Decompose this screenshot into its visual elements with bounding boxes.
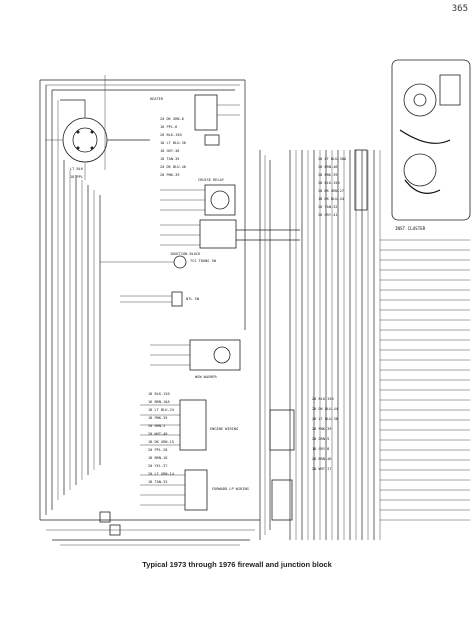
cruise-relay-label: CRUISE RELAY: [198, 178, 225, 182]
heater-area: [194, 94, 240, 146]
washer-motor: [150, 339, 241, 371]
svg-text:20 ORN-5: 20 ORN-5: [312, 437, 329, 441]
svg-text:20 BRN-46: 20 BRN-46: [312, 457, 331, 461]
svg-text:18 GRY-8: 18 GRY-8: [312, 447, 329, 451]
svg-text:20 LT BLU-30: 20 LT BLU-30: [312, 417, 338, 421]
svg-text:20 YEL-37: 20 YEL-37: [148, 464, 167, 468]
junction-block: [160, 219, 300, 249]
inst-cluster-label: INST CLUSTER: [395, 226, 426, 231]
svg-text:18 PNK-39: 18 PNK-39: [148, 416, 167, 420]
mid-vertical-trunk: [259, 150, 271, 540]
svg-text:18 BLK-150: 18 BLK-150: [148, 392, 170, 396]
svg-text:20 DK GRN-27: 20 DK GRN-27: [318, 189, 344, 193]
right-harness: [289, 150, 470, 540]
diagram-caption: Typical 1973 through 1976 firewall and j…: [142, 560, 332, 569]
instrument-cluster: [391, 59, 471, 221]
right-wire-labels: 20 LT BLU-30A 20 BRN-46 20 PNK-39 20 BLK…: [318, 157, 347, 217]
svg-text:20 BLK-150: 20 BLK-150: [160, 133, 182, 137]
forward-lp-label: FORWARD LP WIRING: [212, 487, 249, 491]
washer-label: WSW WASHER: [195, 375, 217, 379]
svg-text:20 LT BLU-30A: 20 LT BLU-30A: [318, 157, 347, 161]
svg-text:18 GRY-38: 18 GRY-38: [160, 149, 179, 153]
engine-wiring-connector: [140, 399, 207, 451]
forward-lp-connector: [140, 469, 208, 511]
svg-text:18 TAN-35: 18 TAN-35: [160, 157, 179, 161]
svg-text:20 PNK-39: 20 PNK-39: [160, 173, 179, 177]
svg-text:20 BLK-150: 20 BLK-150: [312, 397, 334, 401]
lower-wire-labels: 18 BLK-150 16 BRN-10A 18 LT BLU-24 18 PN…: [148, 392, 174, 484]
ntl-switch: [120, 291, 183, 307]
cruise-relay: [160, 184, 236, 216]
left-vertical-harness: [39, 80, 101, 520]
ignition-label-2: 18 PPL: [70, 175, 83, 179]
bottom-right-wire-labels: 20 BLK-150 20 DK BLU-44 20 LT BLU-30 20 …: [312, 397, 338, 471]
svg-text:20 WHT-40: 20 WHT-40: [148, 432, 167, 436]
heater-label: HEATER: [150, 97, 164, 101]
svg-text:20 WHT-17: 20 WHT-17: [312, 467, 331, 471]
svg-text:20 ORN-2: 20 ORN-2: [148, 424, 165, 428]
tcs-trans-switch: [100, 255, 187, 269]
ntl-sw-label: NTL SW: [186, 297, 200, 301]
svg-text:20 GRY-41: 20 GRY-41: [318, 213, 337, 217]
svg-text:18 DK BLU-44: 18 DK BLU-44: [318, 197, 344, 201]
svg-text:18 BRN-10: 18 BRN-10: [148, 456, 167, 460]
svg-text:20 PPL-28: 20 PPL-28: [148, 448, 167, 452]
svg-text:20 DK GRN-8: 20 DK GRN-8: [160, 117, 184, 121]
bottom-left-connectors: [40, 511, 260, 546]
svg-text:18 LT BLU-24: 18 LT BLU-24: [148, 408, 174, 412]
page-number: 365: [451, 4, 468, 14]
junction-block-label: JUNCTION BLOCK: [170, 252, 201, 256]
bulkhead-connector-right: [269, 149, 368, 521]
svg-text:20 BLK-150: 20 BLK-150: [318, 181, 340, 185]
svg-text:20 PNK-39: 20 PNK-39: [312, 427, 331, 431]
svg-text:20 LT GRN-14: 20 LT GRN-14: [148, 472, 174, 476]
svg-text:18 PPL-6: 18 PPL-6: [160, 125, 177, 129]
svg-text:20 DK BLU-44: 20 DK BLU-44: [312, 407, 338, 411]
svg-text:18 DK GRN-15: 18 DK GRN-15: [148, 440, 174, 444]
tcs-trans-sw-label: TCS TRANS SW: [190, 259, 217, 263]
ignition-switch: [45, 99, 150, 180]
svg-text:20 PNK-39: 20 PNK-39: [318, 173, 337, 177]
svg-text:18 TAN-33: 18 TAN-33: [148, 480, 167, 484]
ignition-label-1: LT BLK: [70, 167, 84, 171]
svg-text:20 TAN-32: 20 TAN-32: [318, 205, 337, 209]
top-harness: [40, 75, 246, 330]
svg-text:18 LT BLU-36: 18 LT BLU-36: [160, 141, 186, 145]
svg-text:20 DK BLU-46: 20 DK BLU-46: [160, 165, 186, 169]
svg-text:16 BRN-10A: 16 BRN-10A: [148, 400, 170, 404]
left-wire-labels: 20 DK GRN-8 18 PPL-6 20 BLK-150 18 LT BL…: [160, 117, 186, 177]
svg-text:20 BRN-46: 20 BRN-46: [318, 165, 337, 169]
engine-wiring-label: ENGINE WIRING: [210, 427, 238, 431]
